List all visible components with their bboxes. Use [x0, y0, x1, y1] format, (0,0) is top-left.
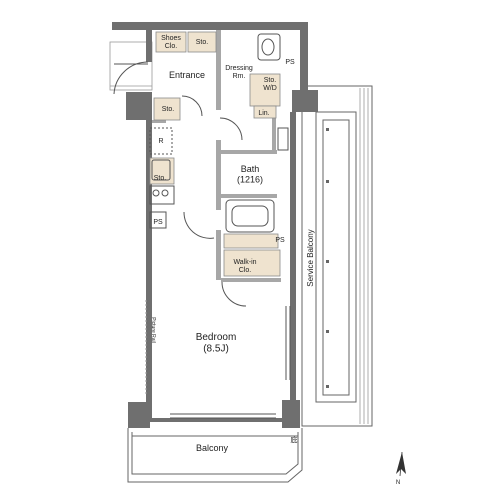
label-ps-mid: PS: [275, 237, 285, 244]
label-bath: Bath(1216): [237, 164, 263, 184]
label-sto-wd: Sto.W/D: [263, 77, 277, 92]
service-balcony-railing-lines: [359, 88, 369, 424]
walls: [112, 22, 318, 428]
label-lin: Lin.: [258, 110, 269, 117]
label-eaves-mark: 庇: [291, 435, 298, 444]
compass-label: N: [396, 480, 400, 486]
balcony-frame: [127, 428, 303, 483]
service-balcony-frame: [301, 85, 373, 427]
label-entrance-sto: Sto.: [196, 39, 209, 46]
label-ps-top: PS: [285, 59, 295, 66]
service-balcony-rail-posts: [326, 128, 329, 388]
label-sto-left: Sto.: [162, 106, 175, 113]
label-entrance: Entrance: [169, 70, 205, 80]
dressing-fixtures: [257, 33, 289, 151]
label-picture-rail: Picture Rail: [150, 317, 156, 343]
interior-walls: [152, 30, 281, 282]
storage-areas: [149, 31, 281, 277]
label-service-balcony: Service Balcony: [306, 229, 315, 286]
label-bedroom: Bedroom(8.5J): [196, 332, 237, 355]
bathtub: [225, 199, 275, 233]
label-refrigerator: R: [158, 138, 163, 145]
kitchen-fixtures: [149, 127, 175, 229]
label-ps-kitchen: PS: [153, 219, 163, 226]
entrance-door: [113, 61, 247, 307]
label-balcony: Balcony: [196, 443, 229, 453]
bedroom-window: [170, 306, 291, 419]
label-kitchen-sto: Sto.: [154, 175, 167, 182]
north-arrow-icon: N: [396, 451, 406, 486]
upper-left-strip: [109, 41, 153, 91]
